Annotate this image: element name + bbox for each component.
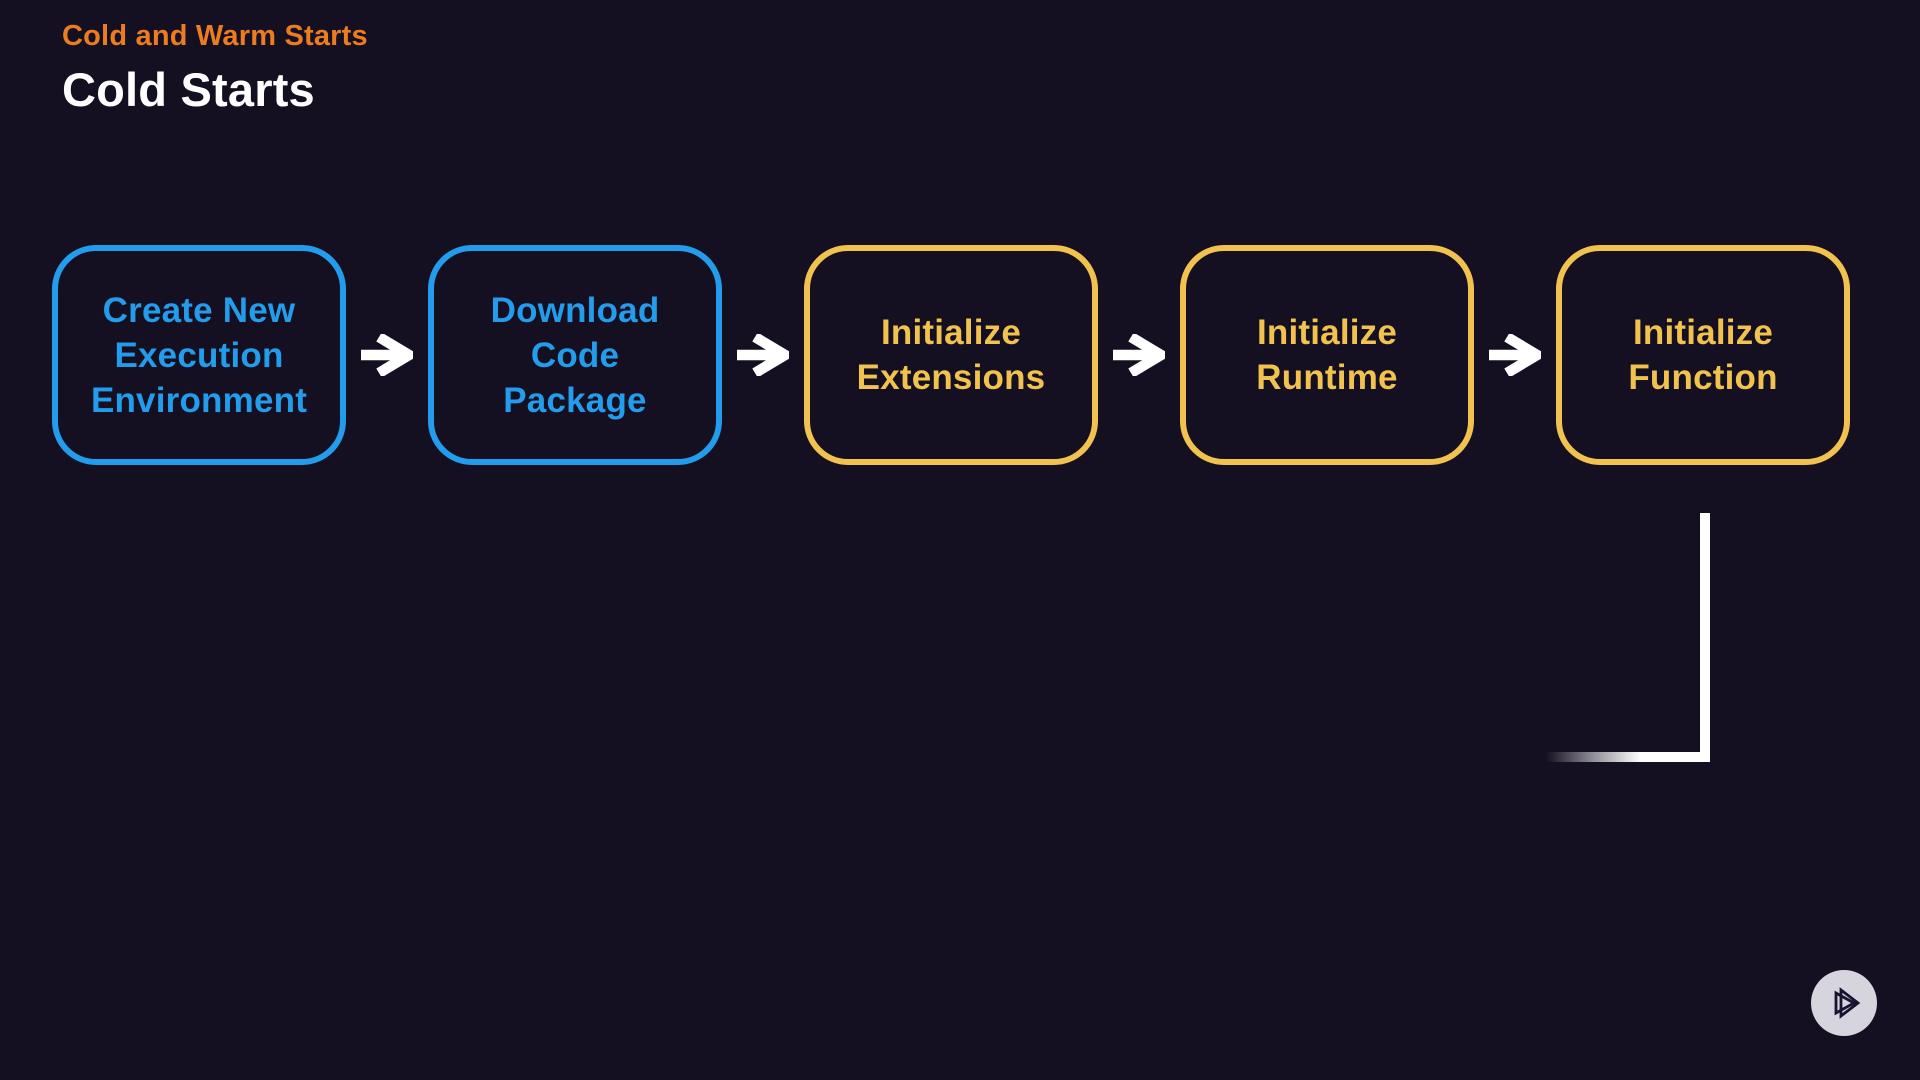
slide-header: Cold and Warm Starts Cold Starts (62, 20, 368, 117)
flow-step-initialize-function: Initialize Function (1556, 245, 1850, 465)
cold-start-flow: Create New Execution Environment Downloa… (52, 245, 1850, 465)
flow-step-download-code-package: Download Code Package (428, 245, 722, 465)
right-arrow-icon (722, 334, 804, 376)
connector-line-horizontal-fade (1546, 752, 1710, 762)
flow-step-initialize-extensions: Initialize Extensions (804, 245, 1098, 465)
flow-step-label: Initialize Runtime (1256, 313, 1398, 397)
flow-step-initialize-runtime: Initialize Runtime (1180, 245, 1474, 465)
flow-step-label: Create New Execution Environment (90, 290, 308, 420)
flow-step-create-execution-environment: Create New Execution Environment (52, 245, 346, 465)
course-kicker: Cold and Warm Starts (62, 20, 368, 52)
flow-step-label: Download Code Package (490, 290, 660, 420)
connector-line-vertical (1700, 513, 1710, 762)
pluralsight-logo (1811, 970, 1877, 1036)
right-arrow-icon (1474, 334, 1556, 376)
right-arrow-icon (346, 334, 428, 376)
flow-step-label: Initialize Extensions (856, 313, 1046, 397)
right-arrow-icon (1098, 334, 1180, 376)
play-triangles-icon (1834, 987, 1861, 1019)
slide-title: Cold Starts (62, 63, 315, 116)
flow-step-label: Initialize Function (1628, 313, 1778, 397)
